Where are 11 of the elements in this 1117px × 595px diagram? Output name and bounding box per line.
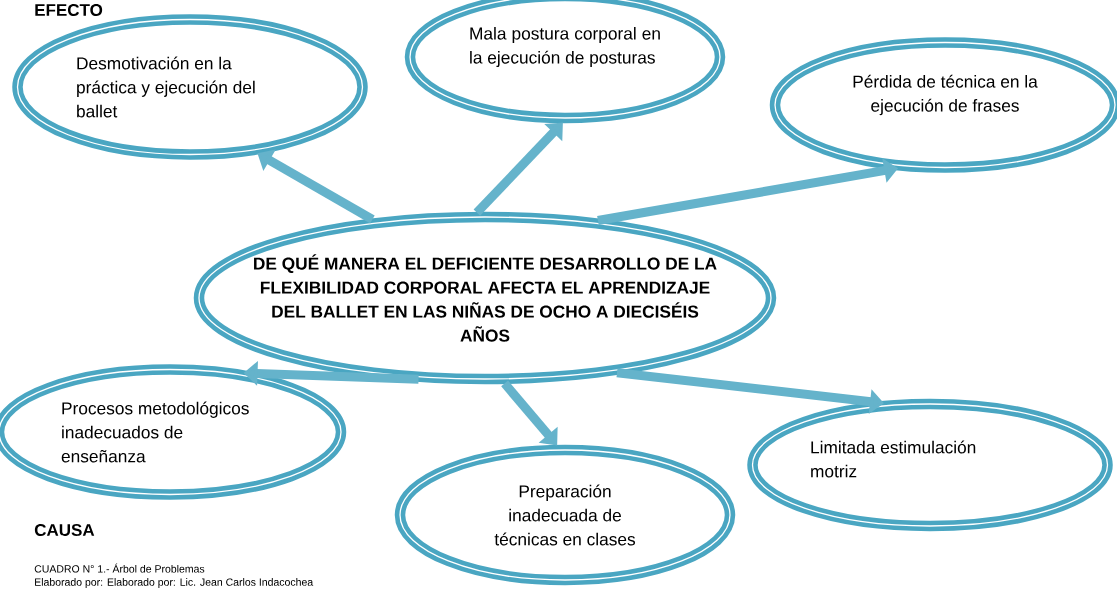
ellipse-node: Preparación inadecuada de técnicas en clases <box>394 444 736 586</box>
ellipse-node: Mala postura corporal en la ejecución de posturas <box>404 0 726 124</box>
block-arrow <box>473 122 563 216</box>
credit-text: Elaborado por: Elaborado por: Lic. Jean Carlos Indacochea <box>35 578 314 588</box>
ellipse-node: DE QUÉ MANERA EL DEFICIENTE DESARROLLO DE LA FLEXIBILIDAD CORPORAL AFECTA EL APRENDIZAJE DEL BALLET EN LAS NIÑAS DE OCHO A DIECISÉIS AÑOS <box>193 211 777 385</box>
caption-text: CUADRO N° 1.- Árbol de Problemas <box>34 563 205 573</box>
ellipse-node: Limitada estimulación motriz <box>747 398 1113 532</box>
ellipse-node: Procesos metodológicos inadecuados de enseñanza <box>0 364 347 500</box>
ellipse-node: Pérdida de técnica en la ejecución de frases <box>769 37 1117 173</box>
section-heading: CAUSA <box>34 524 95 537</box>
block-arrow <box>501 380 558 446</box>
